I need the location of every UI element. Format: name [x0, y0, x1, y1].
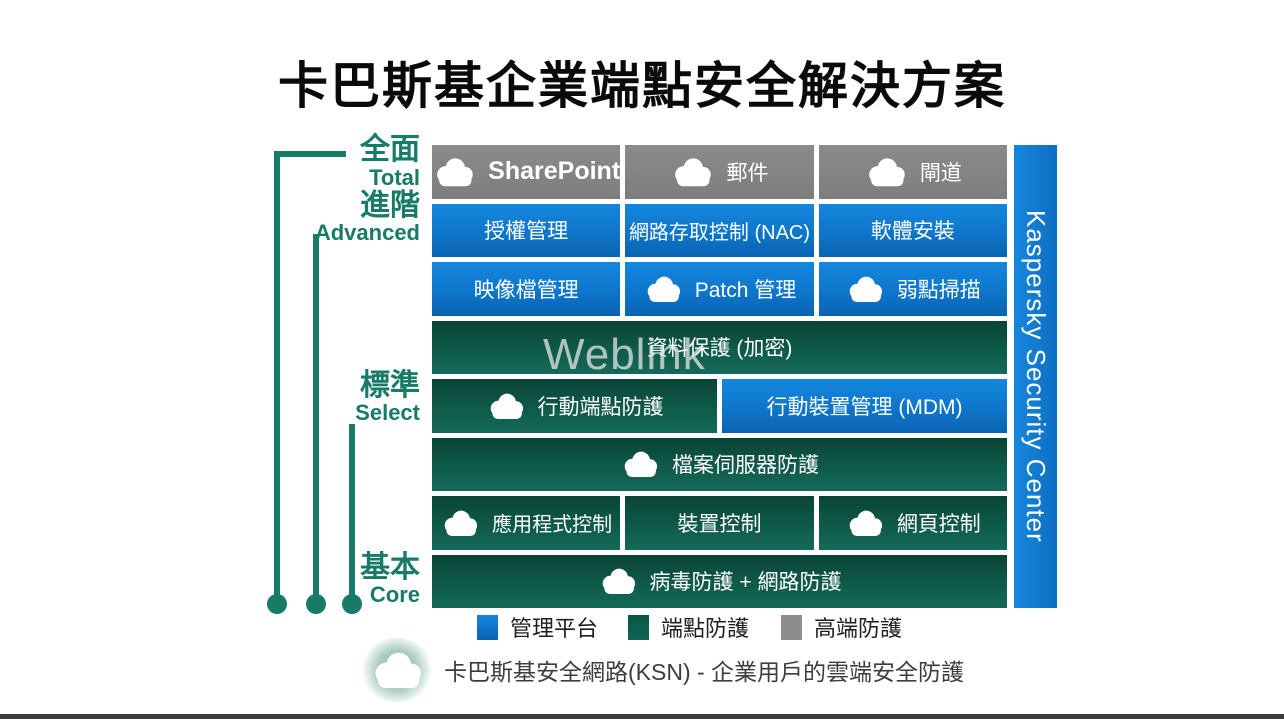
- kaspersky-security-center-bar: Kaspersky Security Center: [1014, 145, 1057, 608]
- legend-item-highend: 高端防護: [781, 614, 903, 641]
- box-file-server: 檔案伺服器防護: [432, 437, 1007, 491]
- box-label: 軟體安裝: [870, 220, 955, 244]
- legend-label: 管理平台: [510, 616, 599, 641]
- bottom-divider: [0, 714, 1284, 719]
- grid-row-fileserver: 檔案伺服器防護: [432, 437, 1007, 491]
- tier-dot-total: [267, 594, 287, 614]
- tier-label-total-en: Total: [369, 165, 420, 190]
- grid-row-management-2: 映像檔管理 Patch 管理 弱點掃描: [432, 262, 1007, 316]
- box-mdm: 行動裝置管理 (MDM): [722, 379, 1007, 433]
- grid-row-core: 病毒防護 + 網路防護: [432, 554, 1007, 608]
- box-license-management: 授權管理: [432, 203, 621, 257]
- cloud-icon: [670, 157, 714, 187]
- box-patch-management: Patch 管理: [625, 262, 814, 316]
- tier-line-total-horizontal: [274, 151, 346, 157]
- tier-label-select-en: Select: [355, 400, 420, 425]
- box-device-control: 裝置控制: [625, 496, 814, 550]
- box-antivirus: 病毒防護 + 網路防護: [432, 554, 1007, 608]
- legend-item-management: 管理平台: [477, 614, 599, 641]
- box-web-control: 網頁控制: [818, 496, 1007, 550]
- box-gateway: 閘道: [818, 145, 1007, 199]
- cloud-icon: [643, 275, 683, 303]
- tier-label-select-zh: 標準: [360, 369, 420, 402]
- box-label: 弱點掃描: [896, 278, 981, 302]
- cloud-icon: [598, 567, 638, 595]
- cloud-icon: [620, 450, 660, 478]
- box-label: 郵件: [726, 161, 769, 185]
- box-software-install: 軟體安裝: [818, 203, 1007, 257]
- box-label: 行動裝置管理 (MDM): [766, 395, 963, 419]
- box-label: 授權管理: [484, 220, 569, 244]
- box-image-management: 映像檔管理: [432, 262, 621, 316]
- tier-label-advanced-en: Advanced: [314, 220, 420, 245]
- grid-row-encryption: 資料保護 (加密): [432, 320, 1007, 374]
- box-label: SharePoint: [488, 157, 621, 186]
- cloud-icon: [432, 157, 476, 187]
- cloud-icon: [845, 509, 885, 537]
- box-nac: 網路存取控制 (NAC): [625, 203, 814, 257]
- cloud-icon: [486, 392, 526, 420]
- box-data-protection: 資料保護 (加密): [432, 320, 1007, 374]
- grid-row-management-1: 授權管理 網路存取控制 (NAC) 軟體安裝: [432, 203, 1007, 257]
- box-label: 應用程式控制: [492, 514, 613, 537]
- box-label: 網頁控制: [896, 512, 981, 536]
- tier-label-advanced-zh: 進階: [360, 189, 420, 222]
- tier-label-total-zh: 全面: [360, 133, 420, 166]
- legend-label: 端點防護: [661, 616, 750, 641]
- box-label: 映像檔管理: [473, 278, 579, 302]
- tier-line-select: [349, 424, 355, 604]
- solution-grid: SharePoint 郵件 閘道 授權管理 網路存取控制 (NAC) 軟體安裝: [432, 145, 1007, 608]
- box-application-control: 應用程式控制: [432, 496, 621, 550]
- grid-row-mobile: 行動端點防護 行動裝置管理 (MDM): [432, 379, 1007, 433]
- box-mail: 郵件: [625, 145, 814, 199]
- box-label: 檔案伺服器防護: [672, 454, 819, 478]
- ksn-cloud-glow: [360, 638, 434, 702]
- page-title: 卡巴斯基企業端點安全解決方案: [278, 58, 1006, 114]
- tier-line-total: [274, 151, 280, 604]
- box-label: 資料保護 (加密): [646, 337, 793, 361]
- box-label: Patch 管理: [694, 278, 797, 302]
- box-label: 網路存取控制 (NAC): [628, 221, 811, 244]
- kaspersky-security-center-label: Kaspersky Security Center: [1021, 210, 1051, 543]
- box-label: 裝置控制: [677, 512, 762, 536]
- cloud-icon: [440, 509, 480, 537]
- box-label: 閘道: [919, 161, 962, 185]
- legend-swatch-green: [628, 614, 649, 640]
- legend-label: 高端防護: [814, 616, 903, 641]
- tier-dot-select: [342, 594, 362, 614]
- tier-line-advanced: [313, 234, 319, 604]
- legend-item-endpoint: 端點防護: [628, 614, 750, 641]
- box-vulnerability-scan: 弱點掃描: [818, 262, 1007, 316]
- tier-label-core-zh: 基本: [360, 551, 420, 584]
- grid-row-controls: 應用程式控制 裝置控制 網頁控制: [432, 496, 1007, 550]
- ksn-note: 卡巴斯基安全網路(KSN) - 企業用戶的雲端安全防護: [360, 638, 964, 702]
- legend-swatch-blue: [477, 614, 498, 640]
- tier-dot-advanced: [306, 594, 326, 614]
- cloud-icon: [864, 157, 908, 187]
- box-mobile-endpoint: 行動端點防護: [432, 379, 717, 433]
- box-label: 病毒防護 + 網路防護: [649, 571, 842, 595]
- box-label: 行動端點防護: [537, 395, 664, 419]
- grid-row-gateway: SharePoint 郵件 閘道: [432, 145, 1007, 199]
- cloud-icon: [845, 275, 885, 303]
- tier-label-core-en: Core: [369, 582, 420, 607]
- ksn-label: 卡巴斯基安全網路(KSN) - 企業用戶的雲端安全防護: [444, 659, 965, 685]
- ksn-cloud-icon: [369, 651, 425, 689]
- box-sharepoint: SharePoint: [432, 145, 621, 199]
- legend-swatch-gray: [781, 614, 802, 640]
